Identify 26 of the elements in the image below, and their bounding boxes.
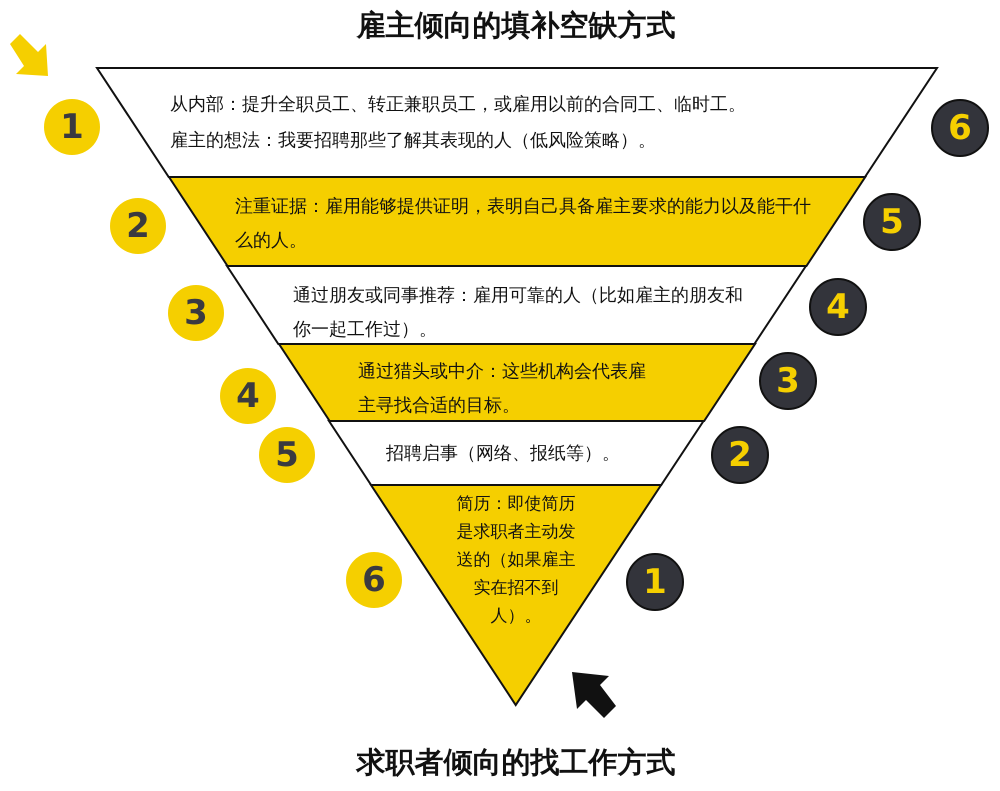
number-circle: 4 [809,278,867,336]
number-circle: 6 [931,99,989,157]
funnel-band [329,421,704,485]
band-text: 从内部：提升全职员工、转正兼职员工，或雇用以前的合同工、临时工。 [170,93,746,117]
band-text: 通过猎头或中介：这些机构会代表雇主寻找合适的目标。 [358,360,647,418]
heading: 雇主倾向的填补空缺方式 [356,7,676,44]
band-text: 通过朋友或同事推荐：雇用可靠的人（比如雇主的朋友和你一起工作过）。 [292,284,744,342]
number-circle: 5 [259,427,315,483]
funnel-band [227,266,806,344]
band-text: 雇主的想法：我要招聘那些了解其表现的人（低风险策略）。 [170,129,656,153]
funnel-band [97,68,937,177]
number-circle: 3 [168,285,224,341]
number-circle: 2 [711,426,769,484]
number-circle: 3 [759,352,817,410]
number-circle: 4 [220,368,276,424]
band-text: 简历：即使简历是求职者主动发送的（如果雇主实在招不到人）。 [455,493,576,628]
number-circle: 2 [110,198,166,254]
funnel-band [168,177,865,266]
band-text: 注重证据：雇用能够提供证明，表明自己具备雇主要求的能力以及能干什么的人。 [234,195,812,253]
heading: 求职者倾向的找工作方式 [356,744,676,781]
funnel-band [278,344,755,421]
number-circle: 1 [44,99,100,155]
number-circle: 5 [863,193,921,251]
number-circle: 6 [346,552,402,608]
band-text: 招聘启事（网络、报纸等）。 [386,442,620,466]
number-circle: 1 [626,553,684,611]
